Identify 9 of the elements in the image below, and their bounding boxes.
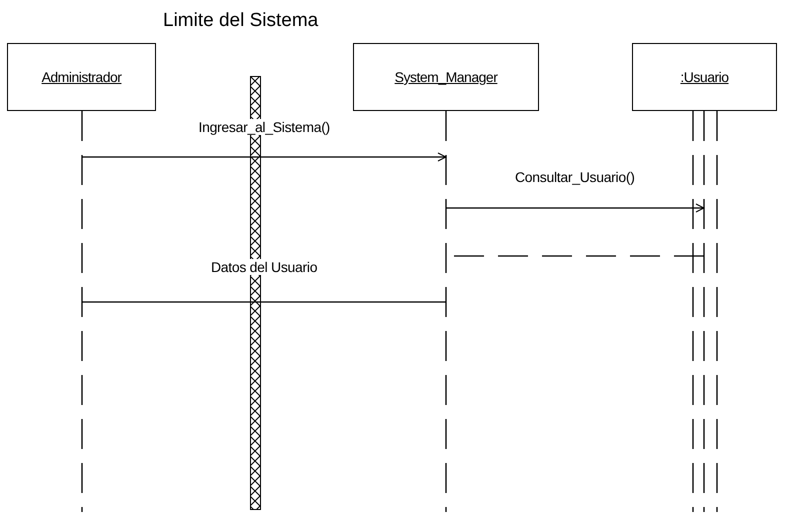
boundary-label: Limite del Sistema (163, 10, 318, 32)
participant-box: :Usuario (632, 43, 777, 111)
message-arrow (446, 204, 704, 212)
message-label: Consultar_Usuario() (513, 169, 637, 185)
message-label: Ingresar_al_Sistema() (196, 119, 332, 135)
participant-box: System_Manager (353, 43, 539, 111)
participant-box: Administrador (7, 43, 156, 111)
message-arrow (82, 152, 446, 162)
message-label: Datos del Usuario (209, 259, 320, 275)
